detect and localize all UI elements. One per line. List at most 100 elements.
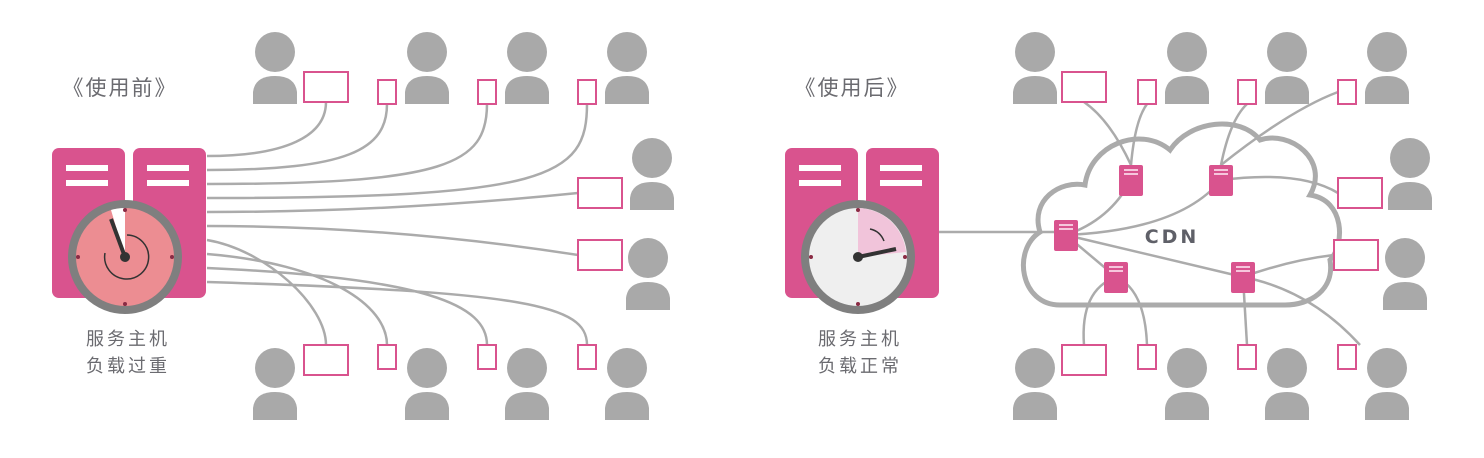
person-icon: [405, 32, 449, 104]
device-icon: [1137, 79, 1157, 105]
connection-line: [206, 252, 389, 346]
before-title: 《使用前》: [63, 76, 178, 100]
node-body: [1209, 165, 1233, 196]
device-icon: [1337, 177, 1383, 209]
clock-tick: [76, 255, 80, 259]
node-slot: [1214, 169, 1228, 171]
person-icon: [1365, 348, 1409, 420]
connection-line: [206, 191, 579, 214]
person-body: [605, 392, 649, 420]
connection-line: [206, 103, 489, 186]
connection-line: [206, 101, 328, 158]
person-head: [1367, 32, 1407, 72]
person-body: [1388, 182, 1432, 210]
server-slot: [799, 180, 841, 186]
clock-tick: [123, 302, 127, 306]
device-icon: [1061, 344, 1107, 376]
connection-line: [1242, 253, 1335, 279]
device-icon: [1237, 79, 1257, 105]
after-server-label-1: 服务主机: [818, 329, 902, 350]
clock-icon: [801, 200, 915, 314]
device-icon: [1237, 344, 1257, 370]
connection-line: [1219, 103, 1248, 166]
clock-center: [853, 252, 863, 262]
device-icon: [477, 79, 497, 105]
server-slot: [66, 180, 108, 186]
clock-icon: [68, 200, 182, 314]
person-icon: [1013, 32, 1057, 104]
server-slot: [66, 165, 108, 171]
server-slot: [880, 165, 922, 171]
person-body: [405, 76, 449, 104]
servers: [52, 148, 939, 314]
person-head: [632, 138, 672, 178]
person-body: [1013, 76, 1057, 104]
users: [253, 32, 1432, 420]
connection-line: [206, 224, 579, 257]
person-body: [253, 392, 297, 420]
connection-line: [1242, 275, 1361, 346]
person-head: [1167, 348, 1207, 388]
cdn-label: CDN: [1145, 226, 1200, 248]
person-body: [505, 392, 549, 420]
before-server: [52, 148, 206, 314]
person-body: [1383, 282, 1427, 310]
clock-tick: [809, 255, 813, 259]
after-server: [785, 148, 939, 314]
person-icon: [1165, 348, 1209, 420]
person-head: [607, 32, 647, 72]
person-head: [1167, 32, 1207, 72]
before-server-label-2: 负载过重: [86, 356, 170, 377]
node-slot: [1124, 169, 1138, 171]
connection-line: [206, 266, 489, 346]
person-icon: [1265, 348, 1309, 420]
device-icon: [1337, 79, 1357, 105]
person-head: [407, 348, 447, 388]
cdn-node-server: [1104, 262, 1128, 293]
clock-hand: [109, 218, 127, 258]
connection-line: [206, 238, 328, 346]
rotation-arrow: [869, 228, 885, 242]
device-icon: [477, 344, 497, 370]
server-slot: [147, 165, 189, 171]
person-head: [507, 348, 547, 388]
node-slot: [1124, 173, 1138, 175]
person-head: [1267, 32, 1307, 72]
cdn-node-server: [1231, 262, 1255, 293]
person-body: [630, 182, 674, 210]
cdn-nodes: [1054, 165, 1255, 293]
node-body: [1054, 220, 1078, 251]
person-head: [1267, 348, 1307, 388]
person-icon: [1265, 32, 1309, 104]
clock-tick: [170, 255, 174, 259]
clock-center: [120, 252, 130, 262]
person-body: [1165, 392, 1209, 420]
clock-tick: [856, 208, 860, 212]
person-body: [405, 392, 449, 420]
person-head: [1385, 238, 1425, 278]
person-body: [505, 76, 549, 104]
server-slot: [880, 180, 922, 186]
device-icon: [303, 344, 349, 376]
device-icon: [1137, 344, 1157, 370]
person-head: [1015, 32, 1055, 72]
person-head: [1015, 348, 1055, 388]
node-body: [1231, 262, 1255, 293]
node-slot: [1214, 173, 1228, 175]
device-icon: [577, 79, 597, 105]
connection-line: [206, 103, 389, 172]
after-title: 《使用后》: [795, 76, 910, 100]
person-body: [605, 76, 649, 104]
person-icon: [626, 238, 670, 310]
clock-tick: [856, 302, 860, 306]
person-icon: [605, 348, 649, 420]
person-icon: [1365, 32, 1409, 104]
devices: [303, 71, 1383, 376]
node-slot: [1109, 270, 1123, 272]
person-body: [1265, 76, 1309, 104]
node-slot: [1236, 270, 1250, 272]
connection-line: [1065, 233, 1244, 279]
rotation-arrow: [103, 234, 150, 280]
device-icon: [377, 344, 397, 370]
clock-sector: [858, 208, 906, 257]
